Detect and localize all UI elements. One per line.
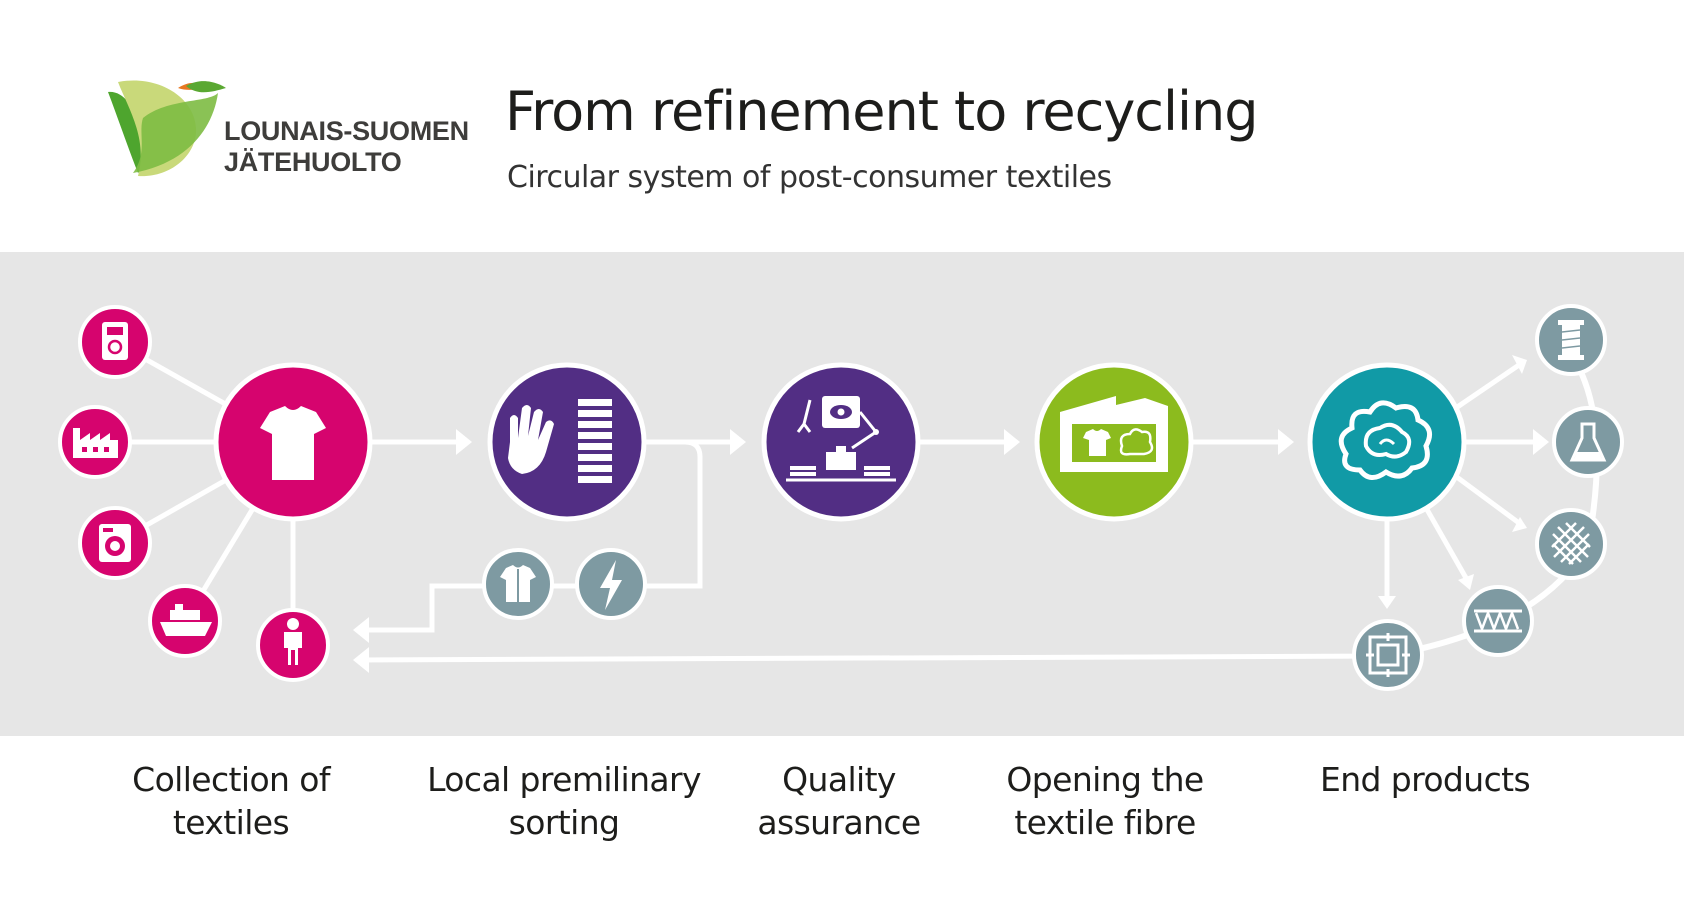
source-factory <box>58 405 132 479</box>
logo-line-2: JÄTEHUOLTO <box>224 147 402 177</box>
source-ship <box>148 584 222 658</box>
stage-sorting-node <box>487 362 647 522</box>
return-loop-path <box>355 653 1391 663</box>
sorting-reject-path <box>356 439 703 633</box>
product-composite-board <box>1352 619 1424 691</box>
stage-end-products-node <box>1307 362 1467 522</box>
source-recycling-container <box>78 305 152 379</box>
stage-label-end-products: End products <box>1319 760 1531 799</box>
stage-label-sorting: Local premilinary sorting <box>427 760 701 842</box>
product-chemical-flask <box>1552 406 1624 478</box>
page-subtitle: Circular system of post-consumer textile… <box>507 160 1112 195</box>
company-logo: LOUNAIS-SUOMEN JÄTEHUOLTO <box>108 78 469 198</box>
leaf-bird-logo-icon <box>108 80 226 177</box>
page-title: From refinement to recycling <box>505 80 1258 143</box>
source-person <box>256 608 330 682</box>
source-washing-machine <box>78 506 152 580</box>
stage-label-fibre: Opening the textile fibre <box>1006 760 1204 842</box>
output-reuse-shirt <box>482 548 554 620</box>
product-yarn-spool <box>1535 304 1607 376</box>
product-mesh-textile <box>1535 508 1607 580</box>
logo-line-1: LOUNAIS-SUOMEN <box>224 116 469 146</box>
stage-collection-node <box>213 362 373 522</box>
arrow-heads <box>353 355 1549 673</box>
stage-label-collection: Collection of textiles <box>132 760 330 842</box>
product-nonwoven <box>1462 585 1534 657</box>
stage-quality-node <box>761 362 921 522</box>
stage-fibre-node <box>1034 362 1194 522</box>
output-energy <box>575 548 647 620</box>
stage-label-quality: Quality assurance <box>757 760 921 842</box>
